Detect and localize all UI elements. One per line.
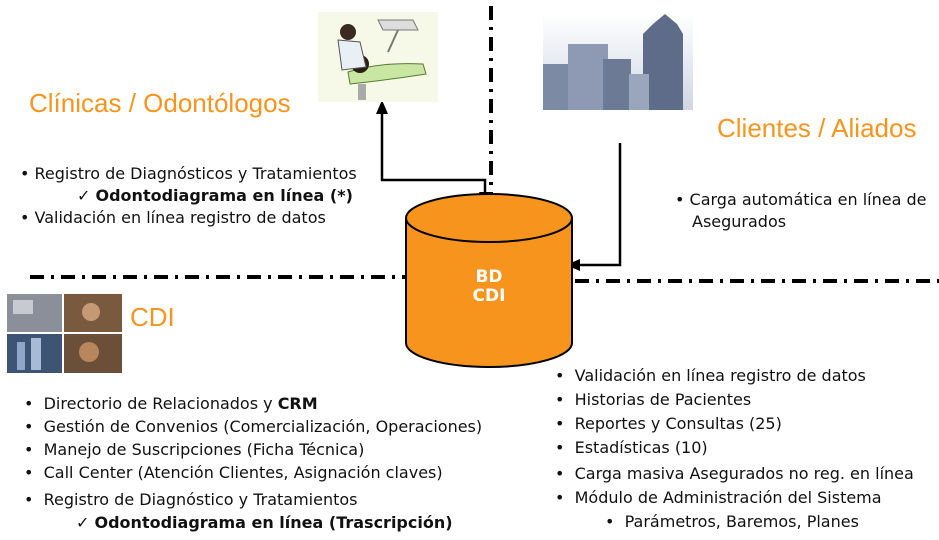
list-item: • Call Center (Atención Clientes, Asigna… [24,463,443,482]
list-item: • Historias de Pacientes [555,390,752,409]
list-item: • Manejo de Suscripciones (Ficha Técnica… [24,440,365,459]
check-icon: ✓ [76,513,90,532]
list-item: • Validación en línea registro de datos [555,366,866,385]
list-item: • Registro de Diagnóstico y Tratamientos [24,490,358,509]
dentist-illustration [318,12,438,102]
buildings-photo [543,14,693,110]
clientes-list: • Carga automática en línea de Asegurado… [675,190,927,231]
list-item: • Directorio de Relacionados y CRM [24,394,318,413]
clinicas-list: • Registro de Diagnósticos y Tratamiento… [20,164,357,227]
list-item-continued: Asegurados [692,212,787,231]
list-subitem: ✓ Odontodiagrama en línea (Trascripción) [76,513,453,532]
arrow-clients-db [578,143,622,267]
arrowhead-up [376,100,388,114]
list-subitem: ✓ Odontodiagrama en línea (*) [77,186,353,205]
list-item: • Carga automática en línea de [675,190,927,209]
database-label-line2: CDI [472,286,506,306]
list-item: • Carga masiva Asegurados no reg. en lín… [555,464,914,483]
list-subitem: • Parámetros, Baremos, Planes [605,512,859,531]
cdi-list: • Directorio de Relacionados y CRM • Ges… [24,394,482,532]
list-item: • Registro de Diagnósticos y Tratamiento… [20,164,357,183]
database-label-line1: BD [475,267,503,287]
list-item: • Módulo de Administración del Sistema [555,488,882,507]
cdi-title: CDI [130,302,175,332]
list-item: • Validación en línea registro de datos [20,208,326,227]
list-item: • Gestión de Convenios (Comercialización… [24,417,483,436]
check-icon: ✓ [77,186,91,205]
arrow-clinic-db [380,112,487,196]
list-item: • Reportes y Consultas (25) [555,414,782,433]
database-label: BD CDI [406,268,572,306]
list-item: • Estadísticas (10) [555,438,708,457]
database-cylinder [405,193,573,368]
cdi-photo-collage [7,294,122,373]
sistema-list: • Validación en línea registro de datos … [555,366,914,531]
clinicas-title: Clínicas / Odontólogos [29,88,291,118]
clientes-title: Clientes / Aliados [717,113,917,143]
